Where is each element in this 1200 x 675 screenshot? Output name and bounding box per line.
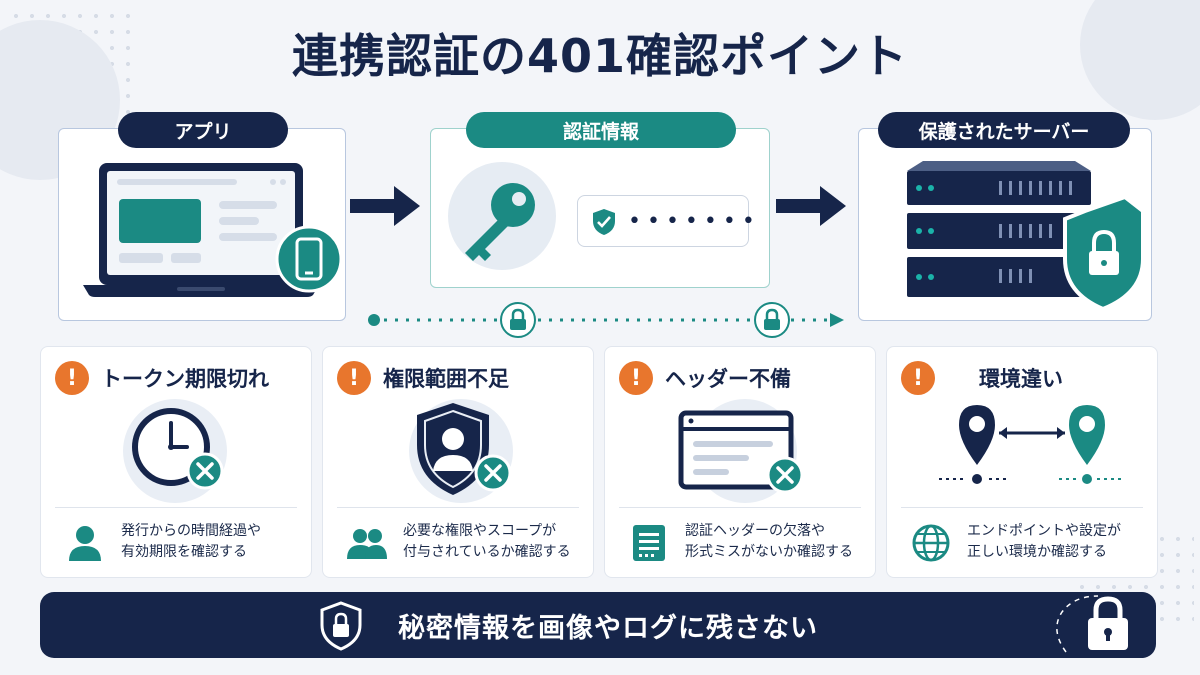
shield-lock-icon xyxy=(320,601,362,651)
key-icon xyxy=(448,162,556,270)
user-shield-icon xyxy=(409,399,513,503)
warning-icon: ! xyxy=(55,361,89,395)
password-field: ••••••• xyxy=(577,195,755,247)
browser-window-icon xyxy=(678,399,804,503)
globe-icon xyxy=(912,524,950,562)
clock-icon xyxy=(123,399,227,503)
card-divider xyxy=(55,507,297,508)
card-environment-mismatch: ! 環境違い エンドポイントや設定が 正しい環境か確認する xyxy=(886,346,1158,578)
app-label: アプリ xyxy=(118,112,288,148)
arrow-right-icon xyxy=(350,186,420,226)
card-title: ヘッダー不備 xyxy=(665,367,791,391)
server-label: 保護されたサーバー xyxy=(878,112,1130,148)
card-divider xyxy=(901,507,1143,508)
card-divider xyxy=(619,507,861,508)
card-description: 発行からの時間経過や 有効期限を確認する xyxy=(121,523,261,560)
card-divider xyxy=(337,507,579,508)
banner-text: 秘密情報を画像やログに残さない xyxy=(398,612,818,644)
secure-connection-line xyxy=(368,302,844,338)
card-insufficient-scope: ! 権限範囲不足 必要な権限やスコープが 付与されているか確認する xyxy=(322,346,594,578)
page-title: 連携認証の401確認ポイント xyxy=(291,29,909,83)
shield-check-icon xyxy=(593,209,615,235)
server-panel xyxy=(858,128,1152,321)
card-description: 必要な権限やスコープが 付与されているか確認する xyxy=(403,523,571,560)
users-icon xyxy=(347,529,387,559)
password-mask: ••••••• xyxy=(628,208,761,234)
card-token-expiry: ! トークン期限切れ 発行からの時間経過や 有効期限を確認する xyxy=(40,346,312,578)
card-header-issue: ! ヘッダー不備 認証ヘッダーの欠落や 形式ミスがないか確認する xyxy=(604,346,876,578)
card-description: エンドポイントや設定が 正しい環境か確認する xyxy=(967,523,1121,560)
warning-icon: ! xyxy=(619,361,653,395)
credential-label: 認証情報 xyxy=(466,112,736,148)
user-icon xyxy=(69,526,101,561)
lock-icon xyxy=(754,302,790,338)
credential-panel: ••••••• xyxy=(430,128,770,288)
security-banner: 秘密情報を画像やログに残さない xyxy=(40,592,1156,658)
card-title: トークン期限切れ xyxy=(101,367,269,391)
app-panel xyxy=(58,128,346,321)
map-pins-icon xyxy=(939,405,1123,484)
card-title: 権限範囲不足 xyxy=(383,367,509,391)
card-description: 認証ヘッダーの欠落や 形式ミスがないか確認する xyxy=(685,523,853,560)
server-icon xyxy=(907,161,1145,312)
warning-icon: ! xyxy=(901,361,935,395)
lock-icon xyxy=(1056,595,1128,653)
card-title: 環境違い xyxy=(979,367,1063,391)
laptop-icon xyxy=(83,163,343,297)
warning-icon: ! xyxy=(337,361,371,395)
arrow-right-icon xyxy=(776,186,846,226)
list-document-icon xyxy=(633,525,665,561)
lock-icon xyxy=(500,302,536,338)
